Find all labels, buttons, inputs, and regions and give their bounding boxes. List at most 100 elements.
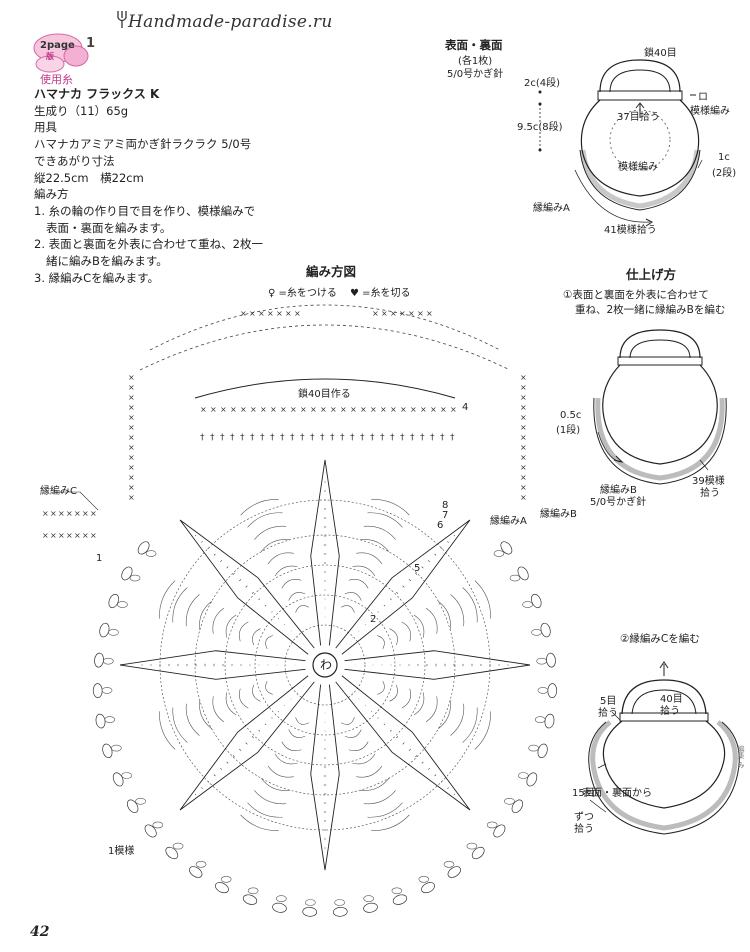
- stitch-x: ×: [128, 443, 135, 452]
- picot: [332, 906, 348, 917]
- stitch-x: ×: [50, 531, 57, 540]
- stitch-x: ×: [294, 309, 301, 318]
- chain-arc: [159, 711, 176, 750]
- stitch-t: †: [290, 433, 295, 443]
- materials-block: ハマナカ フラックス K 生成り（11）65g 用具 ハマナカアミアミ両かぎ針ラ…: [34, 86, 263, 286]
- chain-arc: [185, 594, 200, 627]
- chain-arc: [363, 525, 396, 540]
- stitch-x: ×: [520, 403, 527, 412]
- stitch: [271, 611, 273, 613]
- chain-arc: [274, 753, 298, 765]
- picot-inner: [129, 574, 141, 582]
- petal: [344, 650, 531, 680]
- stitch: [194, 793, 197, 796]
- chain-arc: [267, 552, 294, 565]
- stitch-x: ×: [520, 423, 527, 432]
- chart-title: 編み方図: [306, 264, 357, 279]
- picot-inner: [466, 842, 478, 850]
- method-heading: 編み方: [34, 187, 69, 202]
- stitch-x: ×: [280, 405, 287, 414]
- stitch: [440, 780, 443, 783]
- stitch: [408, 748, 411, 751]
- stitch: [371, 711, 373, 713]
- stitch-t: †: [420, 433, 425, 443]
- finish-step2: ②縁編みCを編む: [620, 633, 700, 645]
- stitch-x: ×: [370, 405, 377, 414]
- stitch-x: ×: [128, 493, 135, 502]
- stitch-x: ×: [426, 309, 433, 318]
- size-heading: できあがり寸法: [34, 153, 115, 168]
- stitch: [226, 761, 229, 764]
- stitch-x: ×: [520, 473, 527, 482]
- chain-arc: [348, 578, 369, 589]
- stitch-x: ×: [285, 309, 292, 318]
- chain40-label: 鎖40目作る: [298, 389, 351, 400]
- chain-arc: [425, 696, 438, 723]
- picot-inner: [518, 772, 529, 779]
- stitch-x: ×: [400, 405, 407, 414]
- stitch-x: ×: [390, 309, 397, 318]
- stitch-x: ×: [417, 309, 424, 318]
- stitch: [371, 617, 373, 619]
- chain-arc: [401, 688, 412, 709]
- picot-inner: [534, 716, 546, 723]
- petal: [335, 519, 471, 655]
- picot-inner: [363, 895, 374, 902]
- stitch-x: ×: [310, 405, 317, 414]
- chain-arc: [225, 692, 237, 716]
- chain-arc: [265, 635, 273, 649]
- step-3: 3. 縁編みCを編みます。: [34, 270, 160, 285]
- stitch: [264, 604, 267, 607]
- chain-arc: [172, 707, 188, 743]
- picot-inner: [247, 887, 259, 895]
- stitch-x: ×: [200, 405, 207, 414]
- chain-arc: [199, 600, 212, 631]
- edge-a-label: 縁編みA: [490, 516, 527, 527]
- stitch-x: ×: [128, 483, 135, 492]
- stitch-x: ×: [520, 493, 527, 502]
- picot: [511, 799, 524, 814]
- chain-arc: [438, 699, 451, 730]
- stitch: [194, 534, 197, 537]
- chain-arc: [260, 539, 291, 552]
- stitch-x: ×: [58, 531, 65, 540]
- side-note: 編集 み: [737, 745, 745, 769]
- stitch-x: ×: [520, 443, 527, 452]
- stitch-x: ×: [128, 383, 135, 392]
- stitch: [377, 611, 379, 613]
- leader: [79, 491, 99, 511]
- stitch: [389, 729, 392, 732]
- stitch-x: ×: [381, 309, 388, 318]
- stitch: [258, 729, 261, 732]
- picot: [144, 824, 157, 838]
- stitch-x: ×: [290, 405, 297, 414]
- stitch-x: ×: [350, 405, 357, 414]
- row-8: 8: [442, 500, 449, 511]
- stitch-x: ×: [330, 405, 337, 414]
- chain-arc: [450, 594, 465, 627]
- chain-arc: [281, 741, 302, 752]
- stitch-x: ×: [399, 309, 406, 318]
- stitch-x: ×: [520, 433, 527, 442]
- stitch-x: ×: [210, 405, 217, 414]
- chain-arc: [295, 717, 309, 725]
- chain-arc: [281, 578, 302, 589]
- chain-arc: [389, 684, 398, 702]
- stitch: [220, 767, 223, 770]
- picot: [517, 566, 529, 581]
- finish-edge-b-hook: 5/0号かぎ針: [590, 497, 647, 508]
- stitch-t: †: [310, 433, 315, 443]
- stitch: [383, 604, 386, 607]
- row-7: 7: [442, 510, 449, 521]
- finish-dim1-rows: (1段): [556, 425, 581, 436]
- materials-heading: 使用糸: [40, 73, 73, 86]
- stitch-x: ×: [520, 383, 527, 392]
- chain-arc: [254, 525, 287, 540]
- stitch-x: ×: [520, 373, 527, 382]
- yarn-name: ハマナカ フラックス K: [34, 87, 160, 101]
- stitch: [377, 717, 379, 719]
- stitch-x: ×: [390, 405, 397, 414]
- petal: [119, 650, 306, 680]
- stitch: [434, 774, 437, 777]
- stitch: [427, 767, 430, 770]
